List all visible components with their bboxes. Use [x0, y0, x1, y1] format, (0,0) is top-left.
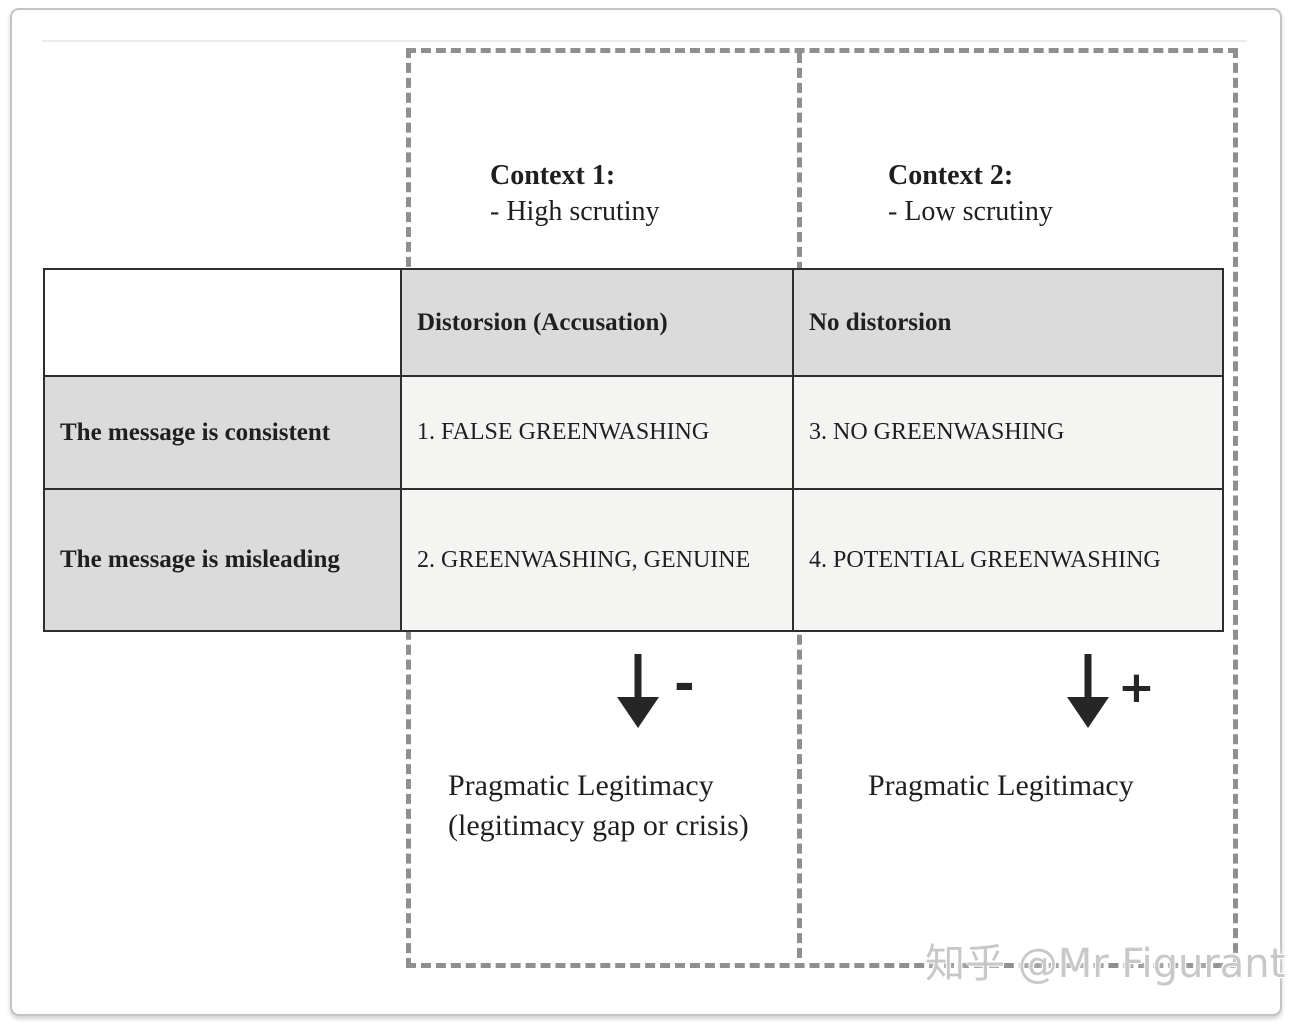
outcome-negative-label: Pragmatic Legitimacy (legitimacy gap or …: [448, 766, 749, 846]
row-header-consistent: The message is consistent: [43, 375, 402, 490]
outcome-positive-label: Pragmatic Legitimacy: [868, 766, 1134, 806]
context-2-title: Context 2:: [888, 160, 1014, 191]
outcome-positive-line1: Pragmatic Legitimacy: [868, 769, 1134, 802]
cell-false-greenwashing: 1. FALSE GREENWASHING: [400, 375, 794, 490]
outcome-negative-line1: Pragmatic Legitimacy: [448, 769, 714, 802]
row-header-misleading: The message is misleading: [43, 488, 402, 632]
context-2-subtitle: - Low scrutiny: [888, 196, 1053, 227]
outcome-negative-line2: (legitimacy gap or crisis): [448, 809, 749, 842]
zhihu-watermark: 知乎 @Mr Figurant: [925, 941, 1286, 987]
greenwashing-matrix-table: Distorsion (Accusation) No distorsion Th…: [43, 268, 1224, 632]
down-arrow-icon: [617, 654, 659, 728]
cell-no-greenwashing: 3. NO GREENWASHING: [792, 375, 1224, 490]
table-row: The message is misleading 2. GREENWASHIN…: [43, 488, 1224, 632]
col-header-no-distorsion: No distorsion: [792, 268, 1224, 377]
col-header-distorsion: Distorsion (Accusation): [400, 268, 794, 377]
plus-sign: +: [1118, 662, 1155, 713]
context-1-title: Context 1:: [490, 160, 616, 191]
matrix-blank-corner: [43, 268, 402, 377]
cell-greenwashing-genuine: 2. GREENWASHING, GENUINE: [400, 488, 794, 632]
context-1-label: Context 1: - High scrutiny: [490, 158, 660, 230]
context-1-subtitle: - High scrutiny: [490, 196, 660, 227]
table-row: The message is consistent 1. FALSE GREEN…: [43, 375, 1224, 490]
down-arrow-icon: [1067, 654, 1109, 728]
cell-potential-greenwashing: 4. POTENTIAL GREENWASHING: [792, 488, 1224, 632]
minus-sign: -: [674, 655, 695, 713]
top-divider-line: [42, 40, 1247, 42]
context-2-label: Context 2: - Low scrutiny: [888, 158, 1053, 230]
